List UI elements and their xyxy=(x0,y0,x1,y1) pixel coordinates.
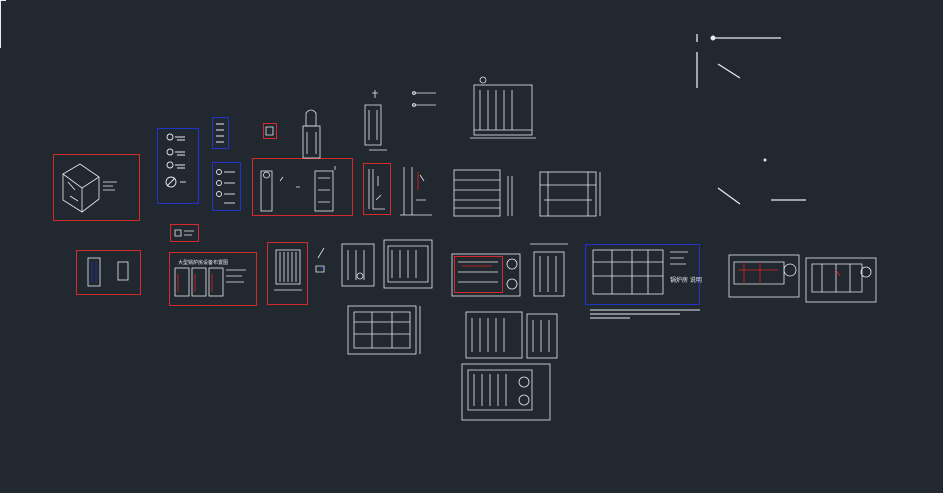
title-block-red[interactable]: 大型锅炉房设备布置图 xyxy=(169,252,257,306)
title-block-label: 大型锅炉房设备布置图 xyxy=(178,259,228,266)
stray-lines-top-right[interactable] xyxy=(696,34,781,88)
pump-symbol[interactable] xyxy=(315,247,325,273)
tower-elevation[interactable] xyxy=(302,109,321,159)
wall-elevation-1[interactable] xyxy=(453,169,513,217)
boiler-plan-top[interactable] xyxy=(470,76,536,139)
pipe-section-2[interactable] xyxy=(400,167,432,216)
equipment-sheet-right-1[interactable] xyxy=(728,254,800,298)
pipe-section[interactable] xyxy=(364,90,387,151)
frame-red xyxy=(53,154,140,221)
equipment-sheet-right-2[interactable] xyxy=(805,257,877,303)
bracket-detail-red[interactable] xyxy=(76,250,141,295)
ucs-corner-icon xyxy=(0,0,6,48)
sheet-note-label: 锅炉房 说明 xyxy=(670,276,702,284)
small-red-legend[interactable] xyxy=(170,224,199,242)
column-elevation-frame[interactable] xyxy=(252,158,353,216)
stray-lines-mid-right[interactable] xyxy=(717,158,806,205)
blue-sheet-frame[interactable]: 锅炉房 说明 xyxy=(585,244,702,319)
floor-plan-mid[interactable] xyxy=(465,311,558,359)
leader-marks xyxy=(412,91,436,107)
section-detail-red[interactable] xyxy=(363,163,391,215)
symbol-legend-blue[interactable] xyxy=(157,128,199,204)
floor-plan-left[interactable] xyxy=(347,305,421,355)
equipment-plan-a[interactable] xyxy=(341,243,375,287)
floor-plan-bottom[interactable] xyxy=(461,363,551,421)
wall-elevation-2[interactable] xyxy=(539,171,601,217)
symbol-legend-blue-2[interactable] xyxy=(212,162,241,211)
equipment-plan-b[interactable] xyxy=(383,239,433,289)
symbol-legend-blue-small[interactable] xyxy=(212,117,229,149)
equipment-plan-d[interactable] xyxy=(530,243,568,297)
radiator-detail-red[interactable] xyxy=(267,242,308,305)
small-red-detail[interactable] xyxy=(263,123,277,139)
equipment-plan-c[interactable] xyxy=(451,253,521,297)
isometric-box-drawing[interactable] xyxy=(53,154,140,221)
